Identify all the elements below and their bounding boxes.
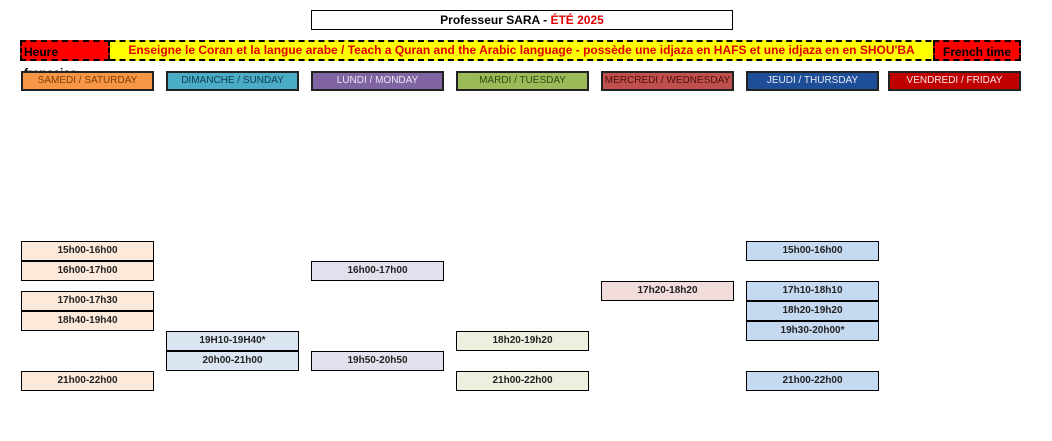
- time-slot: 21h00-22h00: [456, 371, 589, 391]
- time-slot: 16h00-17h00: [21, 261, 154, 281]
- time-slot: 21h00-22h00: [21, 371, 154, 391]
- time-slot: 15h00-16h00: [746, 241, 879, 261]
- day-header-wednesday: MERCREDI / WEDNESDAY: [601, 71, 734, 91]
- info-banner: Heure française Enseigne le Coran et la …: [20, 40, 1021, 80]
- day-header-sunday: DIMANCHE / SUNDAY: [166, 71, 299, 91]
- time-slot: 17h10-18h10: [746, 281, 879, 301]
- time-slot: 20h00-21h00: [166, 351, 299, 371]
- time-slot: 18h20-19h20: [456, 331, 589, 351]
- day-header-tuesday: MARDI / TUESDAY: [456, 71, 589, 91]
- title-teacher: Professeur SARA: [440, 13, 540, 27]
- banner-timezone-en: French time: [933, 40, 1021, 61]
- time-slot: 17h20-18h20: [601, 281, 734, 301]
- day-header-friday: VENDREDI / FRIDAY: [888, 71, 1021, 91]
- time-slot: 19h30-20h00*: [746, 321, 879, 341]
- time-slot: 18h20-19h20: [746, 301, 879, 321]
- time-slot: 15h00-16h00: [21, 241, 154, 261]
- day-header-saturday: SAMEDI / SATURDAY: [21, 71, 154, 91]
- time-slot: 19h50-20h50: [311, 351, 444, 371]
- time-slot: 19H10-19H40*: [166, 331, 299, 351]
- time-slot: 18h40-19h40: [21, 311, 154, 331]
- time-slot: 21h00-22h00: [746, 371, 879, 391]
- page-title: Professeur SARA - ÉTÉ 2025: [311, 10, 733, 30]
- day-header-thursday: JEUDI / THURSDAY: [746, 71, 879, 91]
- day-header-monday: LUNDI / MONDAY: [311, 71, 444, 91]
- banner-timezone-fr: Heure française: [20, 40, 110, 80]
- title-season: ÉTÉ 2025: [550, 13, 604, 27]
- time-slot: 16h00-17h00: [311, 261, 444, 281]
- time-slot: 17h00-17h30: [21, 291, 154, 311]
- title-separator: -: [539, 13, 551, 27]
- banner-description: Enseigne le Coran et la langue arabe / T…: [128, 43, 915, 57]
